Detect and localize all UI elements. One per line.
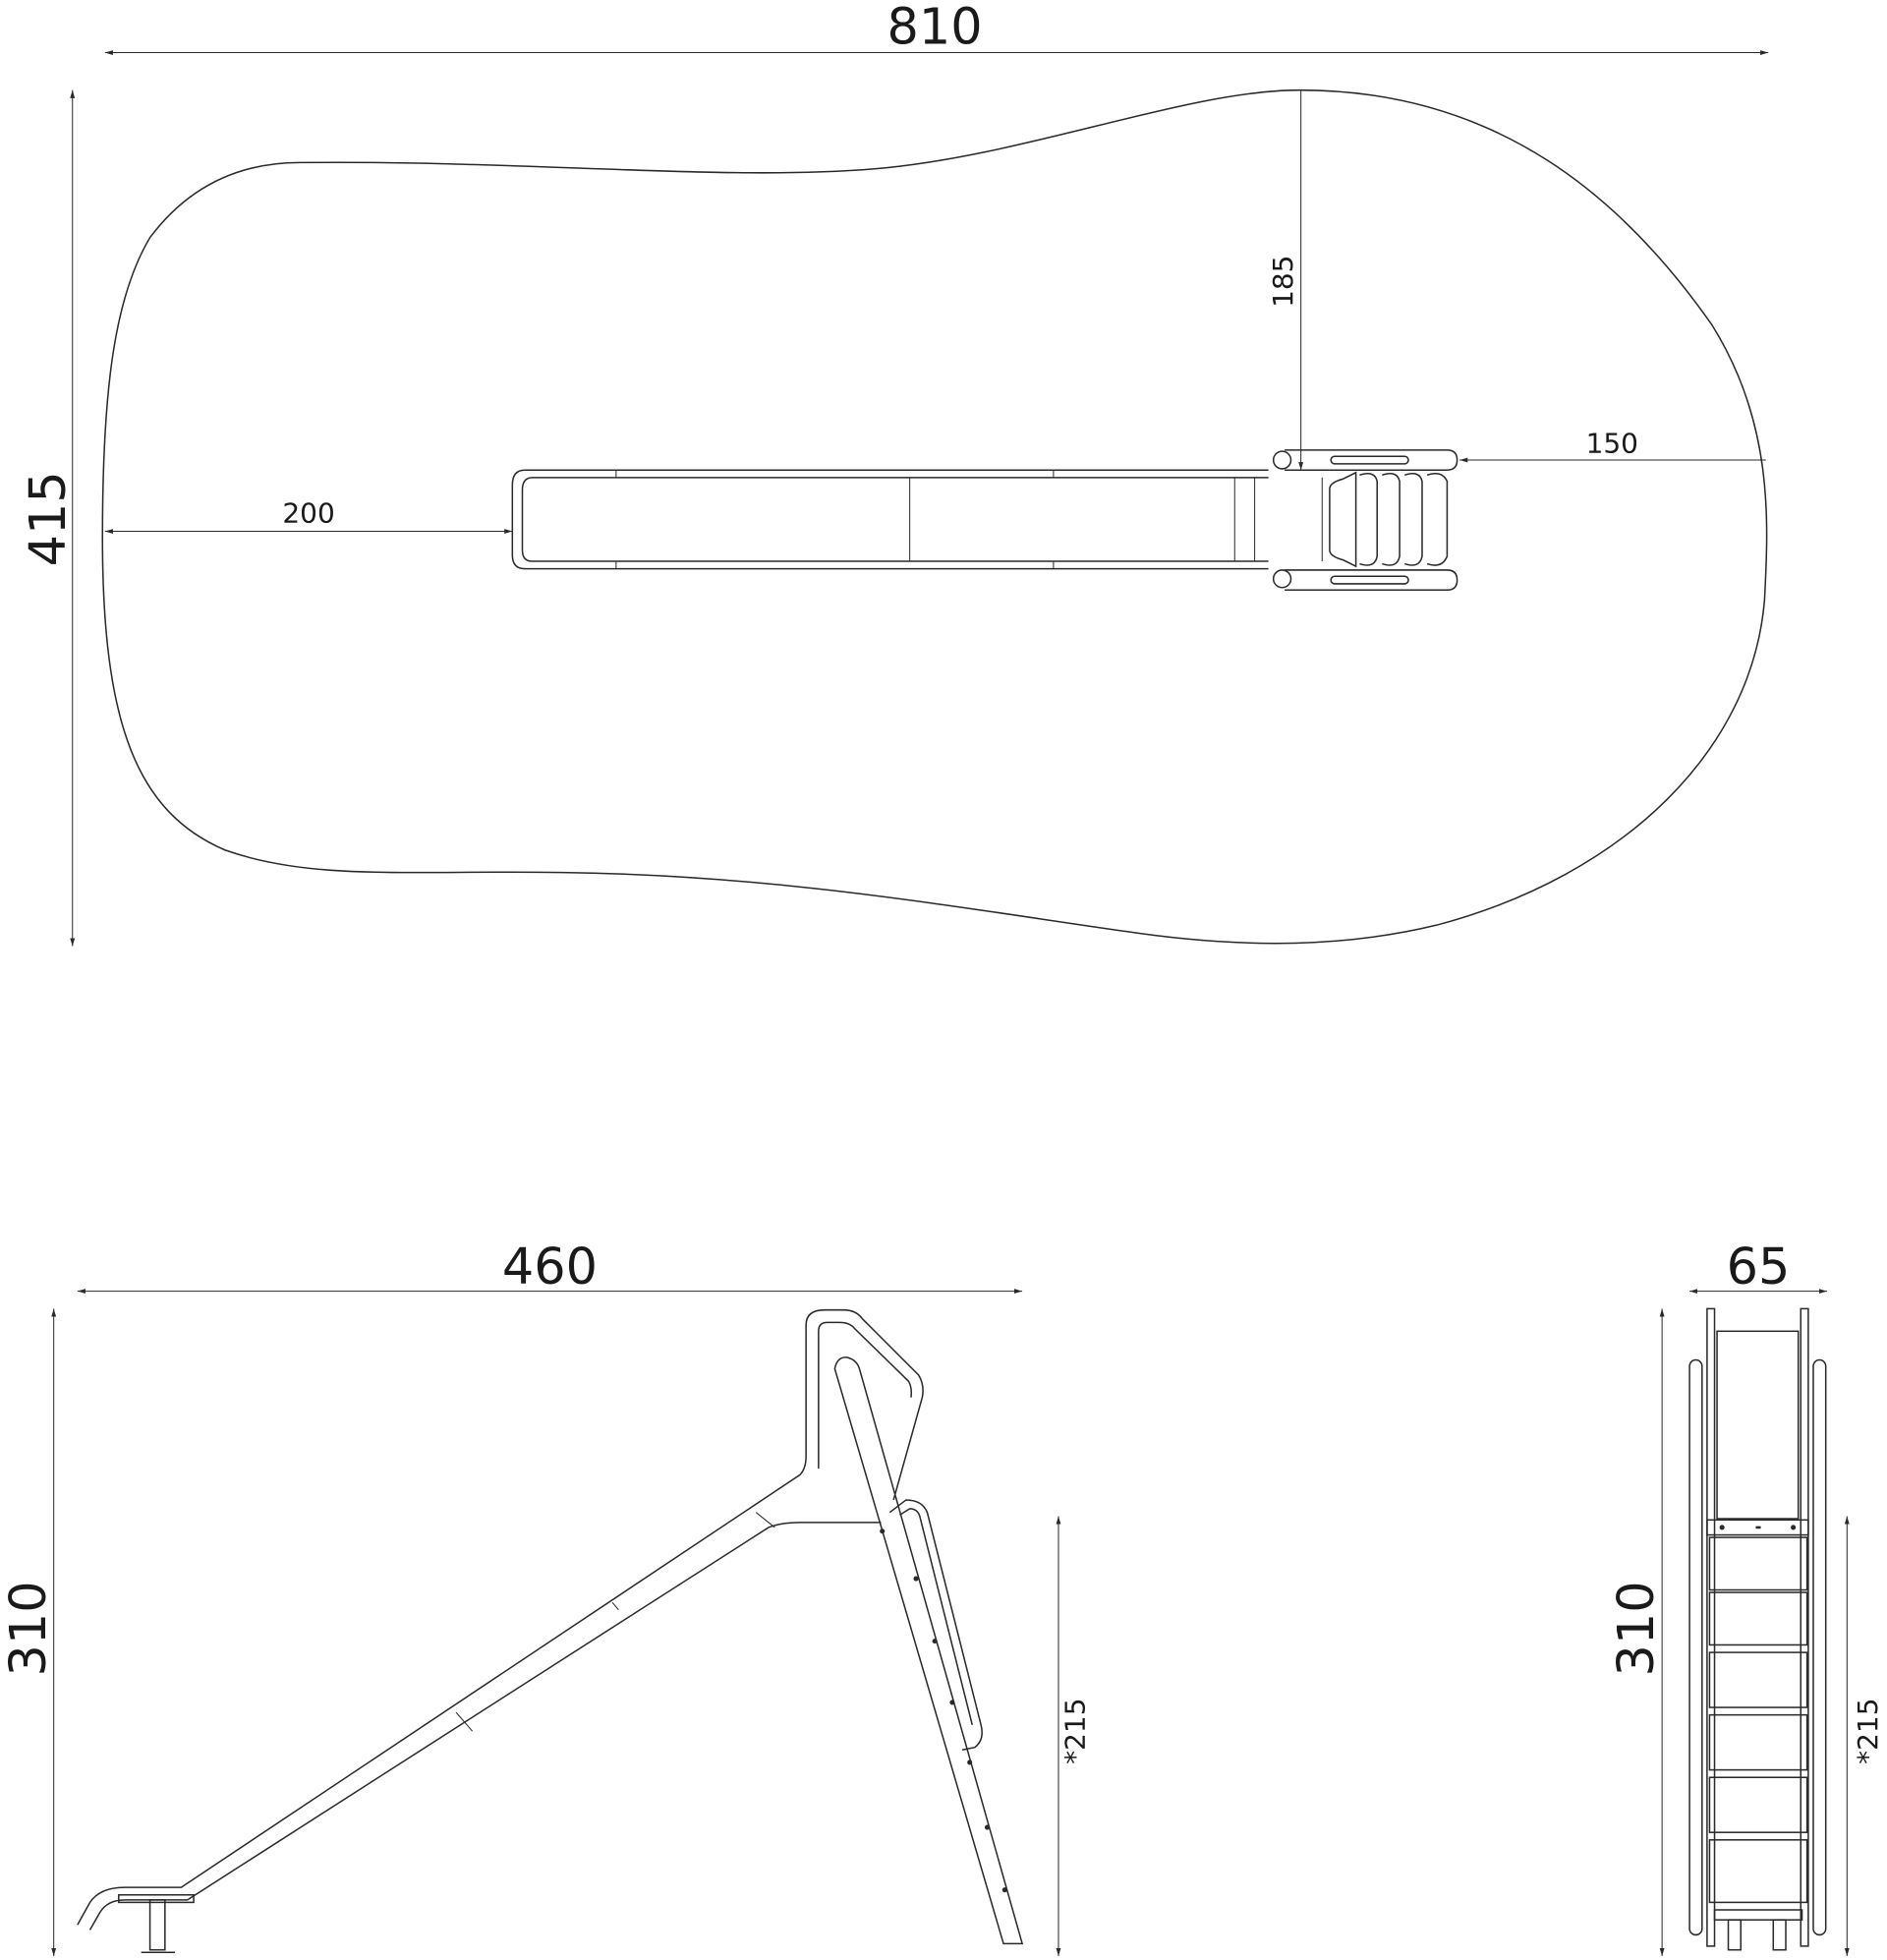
dim-215-side: *215 [1059,1698,1092,1763]
dim-150: 150 [1586,427,1638,459]
dim-460: 460 [502,1238,598,1296]
ladder-top [1272,449,1458,592]
ladder-steps-front [1708,1536,1808,1951]
slide-chute-side [77,1308,924,1926]
dim-810: 810 [887,0,983,56]
front-view: 65 310 *215 [1607,1238,1884,1957]
dim-310-front: 310 [1607,1581,1665,1676]
top-view: 810 415 185 150 200 [19,0,1769,947]
ladder-side [833,1356,1024,1945]
dim-185: 185 [1267,256,1299,308]
side-view: 460 310 *215 [0,1238,1092,1957]
safety-area-outline [101,88,1768,945]
ground-post [148,1899,166,1951]
dim-200: 200 [282,497,334,530]
dim-215-front: *215 [1852,1698,1884,1763]
slide-top [511,469,1323,570]
dim-310-side: 310 [0,1581,57,1676]
dim-65: 65 [1727,1238,1791,1296]
dim-415: 415 [19,471,77,566]
